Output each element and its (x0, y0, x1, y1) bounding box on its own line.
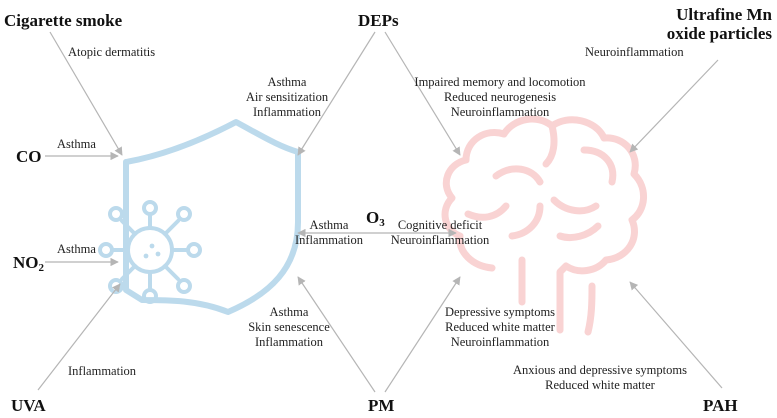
source-pm: PM (368, 396, 395, 415)
shield-icon (123, 119, 301, 315)
effect-pm-immune: Asthma Skin senescence Inflammation (248, 305, 330, 349)
effect-mn: Neuroinflammation (585, 45, 684, 59)
source-co: CO (16, 147, 42, 166)
source-no2: NO2 (13, 253, 44, 274)
effect-deps-immune: Asthma Air sensitization Inflammation (245, 75, 329, 119)
effect-cigarette: Atopic dermatitis (68, 45, 156, 59)
source-uva: UVA (11, 396, 46, 415)
effect-pm-brain: Depressive symptoms Reduced white matter… (444, 305, 556, 349)
arrows (37, 31, 723, 393)
effect-pah: Anxious and depressive symptoms Reduced … (513, 363, 687, 392)
effect-deps-brain: Impaired memory and locomotion Reduced n… (414, 75, 586, 119)
effect-uva: Inflammation (68, 364, 137, 378)
source-deps: DEPs (358, 11, 399, 30)
effect-no2: Asthma (57, 242, 96, 256)
source-cigarette-smoke: Cigarette smoke (4, 11, 123, 30)
brain-icon (441, 115, 647, 336)
source-o3: O3 (366, 208, 385, 229)
effect-o3-brain: Cognitive deficit Neuroinflammation (390, 218, 490, 247)
effect-co: Asthma (57, 137, 96, 151)
effect-o3-immune: Asthma Inflammation (294, 218, 364, 247)
virus-dots (143, 243, 161, 259)
source-mn-oxide: Ultrafine Mn oxide particles (666, 5, 772, 43)
source-pah: PAH (703, 396, 738, 415)
virus-icon (98, 200, 202, 304)
